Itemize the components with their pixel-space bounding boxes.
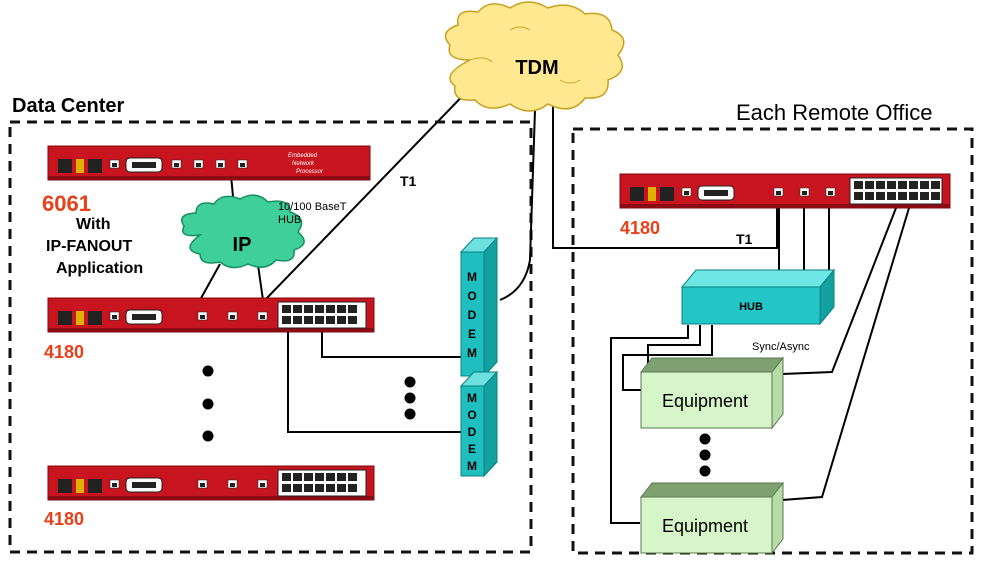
modem2-letter-o: O bbox=[467, 408, 476, 422]
tdm-label: TDM bbox=[515, 57, 558, 79]
modem2-letter-d: D bbox=[468, 425, 477, 439]
modem1-letter-d: D bbox=[468, 308, 477, 322]
with-line2: IP-FANOUT bbox=[46, 238, 132, 255]
device-4180-bottom bbox=[47, 465, 375, 501]
label-4180-bottom: 4180 bbox=[44, 509, 84, 529]
ip-label: IP bbox=[233, 234, 252, 256]
basetx-line1: 10/100 BaseT bbox=[278, 201, 347, 213]
en-line2: Network bbox=[292, 161, 315, 167]
en-line1: Embedded bbox=[288, 153, 318, 159]
modem1-letter-o: O bbox=[467, 289, 476, 303]
with-line3: Application bbox=[56, 260, 143, 277]
device-4180-top bbox=[47, 297, 375, 333]
modem1-letter-m2: M bbox=[467, 346, 477, 360]
t1-left-label: T1 bbox=[400, 173, 417, 189]
modem-2: M O D E M bbox=[459, 370, 499, 478]
data-center-box bbox=[8, 120, 533, 554]
en-line3: Processor bbox=[296, 169, 324, 175]
label-4180-top: 4180 bbox=[44, 342, 84, 362]
modem2-letter-e: E bbox=[468, 442, 476, 456]
device-4180-remote bbox=[619, 173, 951, 209]
device-6061: Embedded Network Processor bbox=[47, 145, 371, 181]
basetx-line2: HUB bbox=[278, 214, 301, 226]
ellipsis-dots bbox=[202, 365, 711, 477]
modem2-letter-m: M bbox=[467, 391, 477, 405]
remote-office-title: Each Remote Office bbox=[736, 100, 932, 125]
label-6061: 6061 bbox=[42, 191, 91, 216]
equipment-1-label: Equipment bbox=[662, 391, 748, 411]
modem-1: M O D E M bbox=[459, 236, 499, 378]
hub-label: HUB bbox=[739, 301, 763, 313]
t1-right-label: T1 bbox=[736, 231, 753, 247]
modem1-letter-e: E bbox=[468, 327, 476, 341]
equipment-1: Equipment bbox=[639, 356, 785, 430]
data-center-title: Data Center bbox=[12, 95, 124, 117]
sync-async-label: Sync/Async bbox=[752, 341, 810, 353]
tdm-cloud: TDM bbox=[444, 1, 625, 112]
equipment-2: Equipment bbox=[639, 481, 785, 555]
modem1-letter-m: M bbox=[467, 270, 477, 284]
equipment-2-label: Equipment bbox=[662, 516, 748, 536]
label-4180-remote: 4180 bbox=[620, 218, 660, 238]
hub-box: HUB bbox=[680, 268, 836, 326]
with-line1: With bbox=[76, 216, 111, 233]
modem2-letter-m2: M bbox=[467, 459, 477, 473]
ip-cloud: IP bbox=[181, 194, 305, 269]
